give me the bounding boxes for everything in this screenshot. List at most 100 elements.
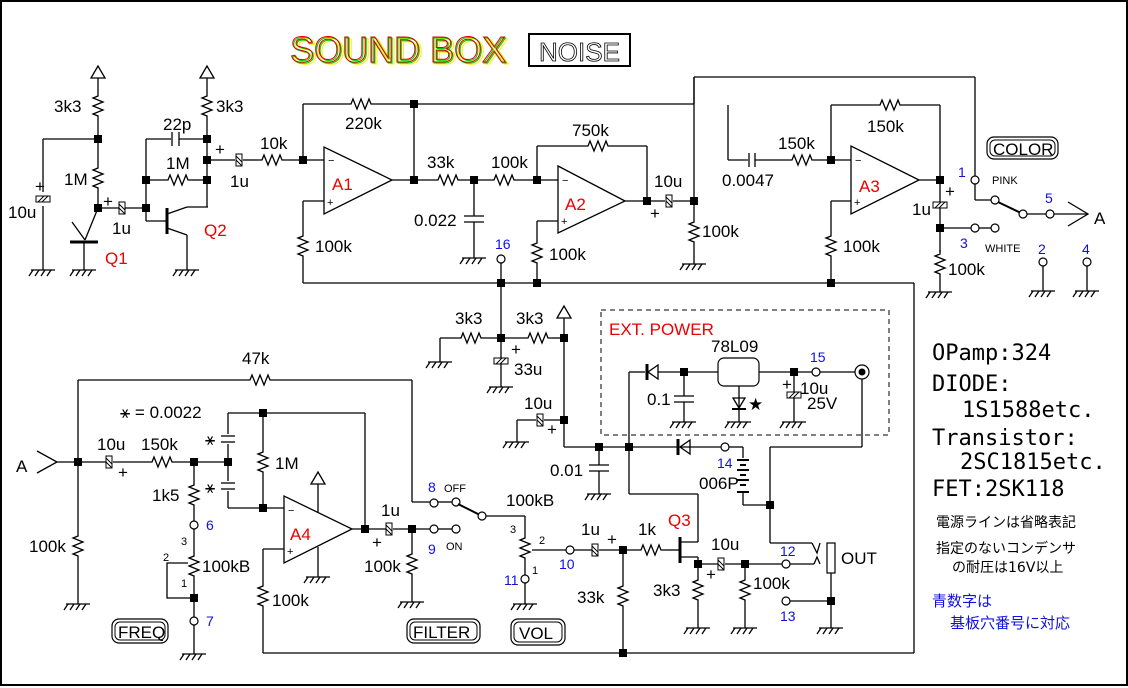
pad-14-label: 14	[717, 455, 733, 471]
label-r-220k: 220k	[345, 114, 382, 133]
pad-5-label: 5	[1045, 190, 1053, 206]
dc-jack-icon[interactable]	[854, 364, 870, 380]
label-r-1m-b: 1M	[166, 154, 190, 173]
note-diode: DIODE:	[932, 372, 1011, 397]
label-c-1u-c: 1u	[912, 200, 931, 219]
note-transistor-part: 2SC1815etc.	[960, 450, 1106, 475]
freq-pot-pin1: 1	[181, 578, 187, 590]
label-r-100k-g: 100k	[364, 557, 401, 576]
pad-12-label: 12	[780, 543, 796, 559]
star-icon: ★	[748, 395, 763, 414]
ext-power-label: EXT. POWER	[609, 320, 714, 339]
svg-text:⚹: ⚹	[205, 430, 215, 449]
pad-15-label: 15	[810, 349, 826, 365]
out-label: OUT	[841, 549, 877, 568]
color-control-box[interactable]	[986, 136, 1059, 160]
label-r-3k3-a: 3k3	[54, 97, 81, 116]
input-a-label: A	[16, 457, 28, 476]
note-opamp: OPamp:324	[932, 341, 1051, 366]
svg-text:−: −	[562, 175, 568, 187]
svg-text:+: +	[511, 340, 521, 359]
svg-text:+: +	[103, 192, 113, 211]
svg-text:+: +	[35, 177, 45, 196]
noise-badge: NOISE	[539, 37, 620, 67]
pad-7-label: 7	[206, 613, 214, 629]
label-regulator: 78L09	[711, 337, 758, 356]
label-pot-vol: 100kB	[506, 491, 554, 510]
pad-4-label: 4	[1082, 241, 1090, 257]
label-r-750k: 750k	[572, 121, 609, 140]
pad-9-label: 9	[428, 541, 436, 557]
output-jack-icon[interactable]	[811, 542, 836, 574]
pad-10-label: 10	[559, 556, 575, 572]
note-jp-board-holes: 基板穴番号に対応	[950, 614, 1070, 632]
label-r-100k-a3: 100k	[843, 237, 880, 256]
noise-badge-box	[528, 33, 631, 67]
freq-control-label[interactable]: FREQ	[118, 623, 165, 642]
label-c-0022: 0.022	[414, 211, 457, 230]
label-c-1u-a: 1u	[112, 219, 131, 238]
opamp-a4-label: A4	[290, 525, 311, 544]
output-a-arrow-icon	[1067, 201, 1090, 227]
label-c-1u-d: 1u	[381, 501, 400, 520]
label-r-47k: 47k	[242, 349, 270, 368]
output-a-label: A	[1094, 209, 1106, 228]
note-jp-blue-numbers: 青数字は	[932, 592, 992, 610]
filter-switch-lever[interactable]	[457, 503, 481, 516]
opamp-a2-label: A2	[565, 195, 586, 214]
label-c-25v: 25V	[807, 394, 838, 413]
battery-icon	[737, 459, 749, 493]
svg-text:+: +	[650, 204, 660, 223]
note-jp-capacitors: 指定のないコンデンサ	[936, 540, 1076, 557]
svg-text:−: −	[288, 505, 294, 517]
label-r-1m-c: 1M	[275, 454, 299, 473]
label-r-3k3-e: 3k3	[653, 581, 680, 600]
label-c-10u-c: 10u	[97, 435, 125, 454]
pad-3-label: 3	[960, 235, 968, 251]
freq-pot-pin3: 3	[181, 536, 187, 548]
svg-text:⚹: ⚹	[205, 478, 215, 497]
label-c-10u-a: 10u	[8, 203, 36, 222]
opamp-a3-label: A3	[859, 177, 880, 196]
svg-text:+: +	[118, 463, 128, 482]
title-shadow-green: SOUND BOX	[291, 30, 507, 71]
label-r-33k-b: 33k	[577, 588, 605, 607]
vol-control-label[interactable]: VOL	[519, 624, 553, 643]
svg-text:−: −	[855, 155, 861, 167]
q1-label: Q1	[105, 249, 128, 268]
label-r-1m-a: 1M	[64, 170, 88, 189]
pad-16-label: 16	[495, 236, 511, 252]
label-r-100k-a: 100k	[491, 153, 528, 172]
vol-pot[interactable]	[519, 533, 531, 563]
freq-control-box[interactable]	[111, 618, 169, 644]
filter-control-box[interactable]	[406, 618, 481, 644]
vol-control-box[interactable]	[510, 618, 566, 646]
label-r-100k-e: 100k	[29, 537, 66, 556]
label-r-100k-c: 100k	[702, 222, 739, 241]
color-switch-lever[interactable]	[997, 201, 1022, 214]
label-r-100k-a1: 100k	[315, 237, 352, 256]
off-label: OFF	[444, 483, 466, 495]
note-jp-voltage: の耐圧は16V以上	[952, 560, 1063, 576]
label-r-100k-d: 100k	[948, 260, 985, 279]
filter-control-label[interactable]: FILTER	[413, 623, 470, 642]
pad-6-label: 6	[206, 517, 214, 533]
label-r-10k: 10k	[260, 134, 288, 153]
label-c-0047: 0.0047	[722, 171, 774, 190]
svg-text:+: +	[561, 216, 567, 228]
pad-13-label: 13	[780, 608, 796, 624]
label-c-22p: 22p	[163, 115, 191, 134]
note-fet: FET:2SK118	[932, 477, 1064, 502]
color-control-label[interactable]: COLOR	[993, 140, 1053, 159]
label-c-001: 0.01	[550, 461, 583, 480]
label-pot-freq: 100kB	[202, 557, 250, 576]
label-c-1u-b: 1u	[230, 172, 249, 191]
ext-power-box	[600, 309, 890, 436]
freq-pot-pin2: 2	[163, 552, 169, 564]
label-r-1k5: 1k5	[152, 486, 179, 505]
freq-pot[interactable]	[188, 551, 200, 581]
label-r-100k-h: 100k	[753, 574, 790, 593]
label-r-100k-a2: 100k	[549, 245, 586, 264]
svg-text:+: +	[215, 140, 225, 159]
